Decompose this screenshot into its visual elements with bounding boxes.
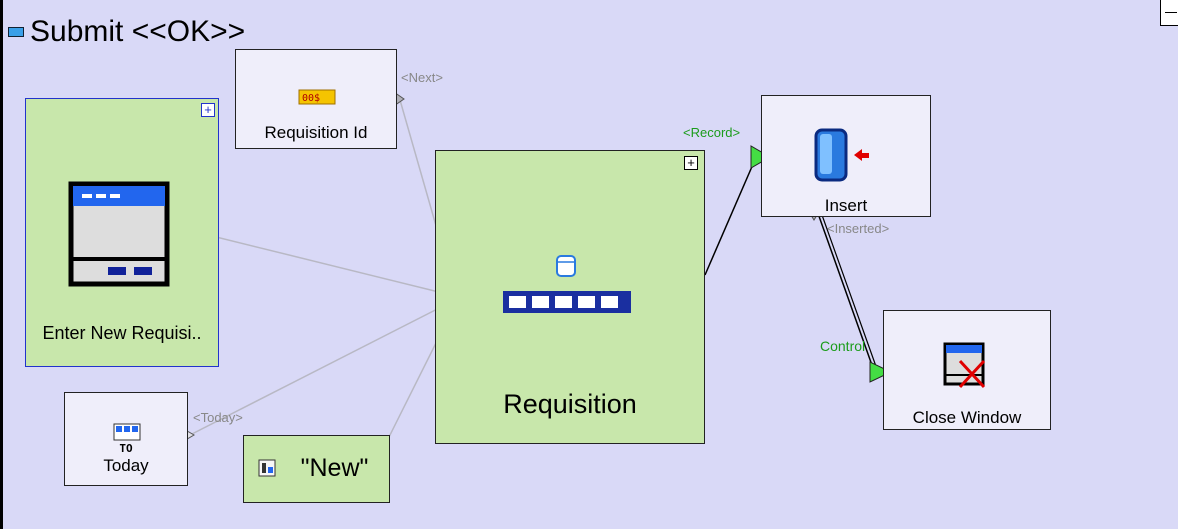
block-title: Submit <<OK>> (30, 15, 246, 48)
node-requisition-id[interactable]: 00$ Requisition Id (235, 49, 397, 149)
port-inserted-label: <Inserted> (827, 221, 890, 236)
expand-icon[interactable]: + (684, 156, 698, 170)
port-record-label: <Record> (683, 125, 741, 140)
collapse-button[interactable] (1160, 0, 1178, 26)
window-form-icon (68, 181, 170, 287)
database-insert-icon (814, 128, 869, 182)
svg-text:00$: 00$ (302, 93, 320, 104)
date-icon (113, 423, 141, 441)
control-port-arrow (869, 361, 893, 383)
port-next-label: <Next> (401, 70, 443, 85)
port-control-label: Control (820, 338, 866, 354)
node-insert[interactable]: Insert (761, 95, 931, 217)
record-port-arrow (750, 145, 771, 169)
expand-icon[interactable]: + (201, 103, 215, 117)
connector-enter-to-requisition (199, 232, 456, 297)
node-label: Enter New Requisi.. (42, 323, 202, 343)
close-window-icon (943, 342, 986, 389)
record-grid-icon (503, 255, 631, 313)
node-requisition[interactable]: + Requisition (435, 150, 705, 444)
node-enter-new-requisition[interactable]: + Enter New Requisi.. (25, 98, 219, 367)
connector-insert-to-close-2 (821, 214, 879, 373)
connector-insert-to-close (814, 204, 874, 369)
port-today-label: <Today> (193, 410, 243, 425)
node-new-constant[interactable]: "New" (243, 435, 390, 503)
block-icon (8, 27, 24, 37)
node-label: Close Window (912, 408, 1022, 427)
today-icon-text: TO (119, 442, 133, 455)
node-label: Today (103, 456, 149, 475)
constant-text-icon (258, 459, 276, 477)
connector-today-to-requisition (189, 299, 456, 436)
node-label: "New" (300, 454, 369, 482)
node-label: Insert (824, 196, 868, 215)
node-today[interactable]: TO Today (64, 392, 188, 486)
node-close-window[interactable]: Close Window (883, 310, 1051, 430)
node-label: Requisition Id (264, 123, 368, 142)
counter-icon: 00$ (298, 89, 336, 105)
connector-requisition-to-insert (704, 154, 758, 276)
node-label: Requisition (503, 389, 637, 419)
